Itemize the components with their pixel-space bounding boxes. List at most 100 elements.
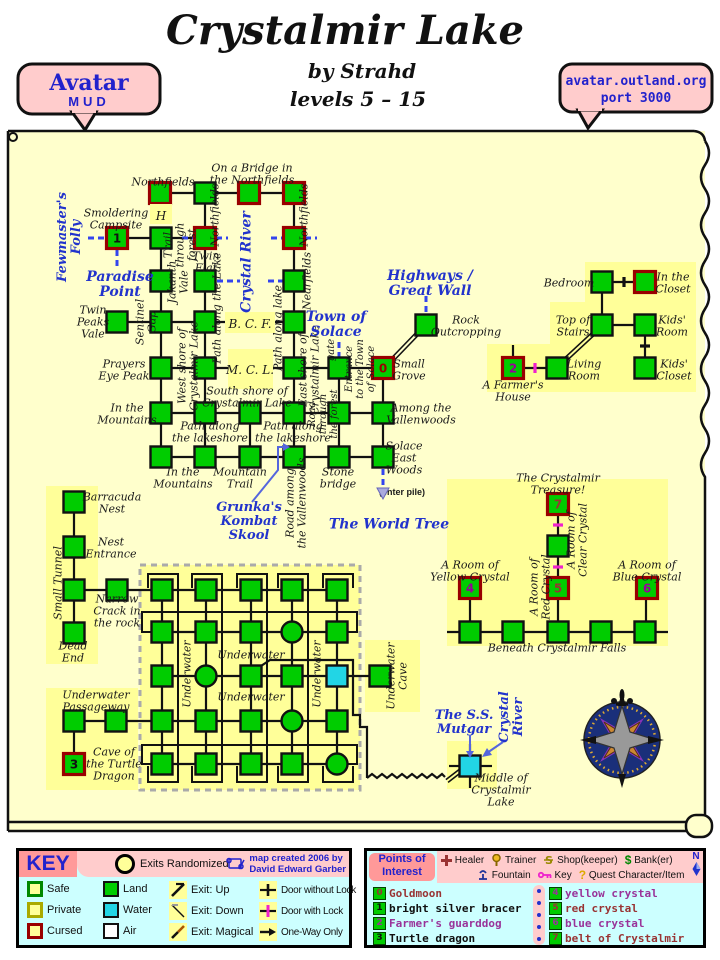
mud-name: Avatar bbox=[48, 70, 129, 96]
randomized-exit-icon bbox=[115, 854, 135, 874]
room bbox=[280, 752, 304, 776]
stair-exit bbox=[566, 334, 595, 361]
room-number: 3 bbox=[70, 758, 78, 772]
server-port: port 3000 bbox=[601, 91, 672, 106]
room bbox=[62, 621, 86, 645]
room bbox=[282, 401, 306, 425]
room bbox=[633, 356, 657, 380]
map-label: Underwater bbox=[217, 691, 285, 704]
room-water bbox=[325, 664, 349, 688]
route-paths bbox=[257, 658, 446, 780]
label-highlight bbox=[150, 204, 172, 224]
room-randomized bbox=[194, 664, 218, 688]
room-number: 6 bbox=[643, 582, 651, 596]
wrap-path bbox=[322, 573, 354, 588]
room bbox=[150, 620, 174, 644]
room bbox=[194, 709, 218, 733]
trainer-icon bbox=[491, 854, 502, 866]
room bbox=[239, 752, 263, 776]
randomized-zone-border bbox=[138, 563, 362, 792]
map-label: West shore ofCrystalmir Lake bbox=[176, 321, 201, 411]
room bbox=[194, 578, 218, 602]
door-locked-icon bbox=[259, 902, 277, 920]
room bbox=[545, 356, 569, 380]
room bbox=[633, 313, 657, 337]
arrowhead-icon bbox=[482, 748, 492, 757]
key-door-oneway: One-Way Only bbox=[259, 923, 343, 941]
room bbox=[193, 401, 217, 425]
room bbox=[458, 620, 482, 644]
room bbox=[150, 709, 174, 733]
room-cursed bbox=[545, 491, 571, 517]
room bbox=[62, 535, 86, 559]
pointer-line bbox=[486, 741, 504, 754]
map-label-feature: The S.S.Mutgar bbox=[435, 708, 494, 737]
randomized-zone-frame bbox=[138, 563, 362, 792]
scroll-icon bbox=[226, 856, 246, 872]
pointer-line bbox=[251, 446, 287, 503]
poi-header-strip: Healer Trainer S Shop(keeper) $ Bank(er)… bbox=[437, 851, 689, 883]
poi-number-icon: 2 bbox=[373, 917, 386, 930]
byline: by Strahd bbox=[308, 59, 416, 83]
arrowhead-icon bbox=[283, 443, 290, 451]
room-number: 2 bbox=[509, 362, 517, 376]
key-title: KEY bbox=[19, 851, 77, 877]
map-label: M. C. L. bbox=[225, 363, 274, 377]
wrap-path bbox=[344, 744, 358, 765]
room bbox=[280, 664, 304, 688]
stair-exit bbox=[564, 332, 593, 359]
key-terrain-type: Water bbox=[103, 902, 152, 918]
room bbox=[62, 709, 86, 733]
label-highlight bbox=[225, 312, 275, 333]
room-cursed bbox=[370, 355, 396, 381]
zone-highlight bbox=[46, 688, 138, 790]
poi-number-icon: 4 bbox=[549, 887, 562, 900]
pointer-arrows bbox=[251, 443, 504, 758]
server-address: avatar.outland.org bbox=[566, 74, 707, 89]
terrain-swatch-icon bbox=[103, 923, 119, 939]
room bbox=[238, 445, 262, 469]
map-label: Northfields bbox=[130, 176, 194, 189]
map-label: Trailthroughforest bbox=[162, 223, 199, 268]
map-label: Small Tunnel bbox=[52, 546, 65, 620]
key-terrain-type: Land bbox=[103, 881, 147, 897]
world-tree-arrowhead-icon bbox=[376, 487, 390, 501]
key-exit-down: Exit: Down bbox=[169, 902, 244, 920]
room-randomized bbox=[280, 620, 304, 644]
room bbox=[239, 620, 263, 644]
room-cursed bbox=[457, 575, 483, 601]
room bbox=[105, 310, 129, 334]
map-label: Underwater bbox=[181, 640, 194, 708]
room bbox=[633, 620, 657, 644]
stair-exit bbox=[445, 768, 460, 781]
stair-exit bbox=[389, 331, 418, 361]
room bbox=[149, 310, 173, 334]
room bbox=[62, 490, 86, 514]
room-swatch-icon bbox=[27, 923, 43, 939]
label-boxes bbox=[150, 204, 275, 389]
poi-divider bbox=[533, 885, 545, 945]
